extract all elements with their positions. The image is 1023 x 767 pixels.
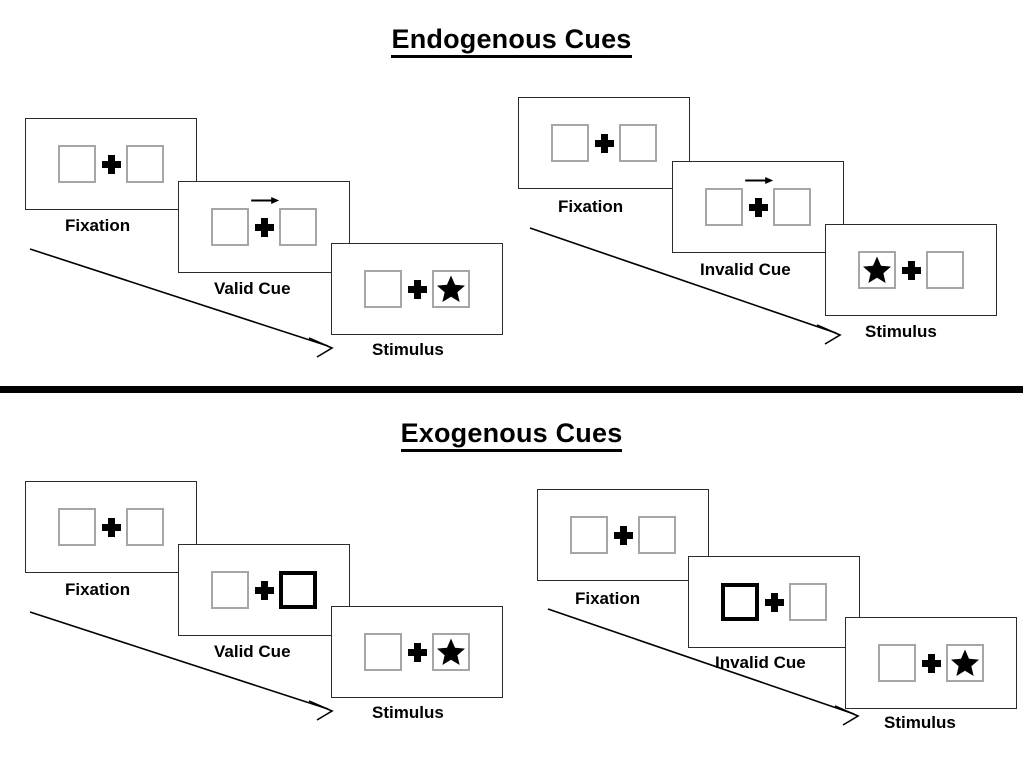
section-title-endogenous: Endogenous Cues — [0, 24, 1023, 58]
screen-exogenous-valid-cue — [178, 544, 350, 636]
target-box-left — [705, 188, 743, 226]
caption-endogenous-invalid-fixation: Fixation — [558, 197, 624, 216]
arrow-cue-right-icon — [250, 195, 280, 206]
fixation-cross-icon — [249, 571, 279, 609]
screen-content — [858, 251, 964, 289]
target-box-left-cued — [721, 583, 759, 621]
target-box-right — [619, 124, 657, 162]
screen-endogenous-invalid-stimulus — [825, 224, 997, 316]
screen-endogenous-invalid-fixation — [518, 97, 690, 189]
target-box-left — [364, 633, 402, 671]
star-target-icon — [436, 637, 466, 667]
caption-exogenous-valid-stimulus: Stimulus — [372, 703, 444, 722]
target-box-right — [126, 145, 164, 183]
target-box-right — [773, 188, 811, 226]
screen-exogenous-invalid-stimulus — [845, 617, 1017, 709]
fixation-cross-icon — [608, 516, 638, 554]
star-target-icon — [862, 255, 892, 285]
screen-exogenous-valid-fixation — [25, 481, 197, 573]
fixation-cross-icon — [896, 251, 926, 289]
caption-exogenous-invalid-stimulus: Stimulus — [884, 713, 956, 732]
fixation-cross-icon — [759, 583, 789, 621]
screen-exogenous-invalid-cue — [688, 556, 860, 648]
section-title-endogenous-text: Endogenous Cues — [391, 24, 632, 58]
caption-endogenous-valid-fixation: Fixation — [65, 216, 131, 235]
target-box-right — [279, 208, 317, 246]
caption-exogenous-invalid-cue: Invalid Cue — [715, 653, 806, 672]
target-box-right — [432, 270, 470, 308]
fixation-cross-icon — [96, 145, 126, 183]
target-box-left — [570, 516, 608, 554]
caption-endogenous-valid-cue: Valid Cue — [214, 279, 291, 298]
caption-exogenous-valid-fixation: Fixation — [65, 580, 131, 599]
target-box-left — [878, 644, 916, 682]
screen-content — [551, 124, 657, 162]
screen-content — [58, 145, 164, 183]
screen-content — [878, 644, 984, 682]
target-box-left — [58, 508, 96, 546]
screen-endogenous-valid-cue — [178, 181, 350, 273]
caption-exogenous-valid-cue: Valid Cue — [214, 642, 291, 661]
target-box-left — [211, 208, 249, 246]
target-box-right — [638, 516, 676, 554]
target-box-left — [551, 124, 589, 162]
screen-content — [570, 516, 676, 554]
screen-content — [705, 177, 811, 226]
target-box-right — [946, 644, 984, 682]
fixation-cross-icon — [249, 197, 280, 246]
screen-content — [58, 508, 164, 546]
screen-content — [211, 571, 317, 609]
screen-endogenous-valid-fixation — [25, 118, 197, 210]
fixation-cross-icon — [589, 124, 619, 162]
screen-content — [364, 633, 470, 671]
screen-content — [364, 270, 470, 308]
fixation-cross-icon — [402, 270, 432, 308]
fixation-cross-icon — [916, 644, 946, 682]
target-box-right — [926, 251, 964, 289]
fixation-cross-icon — [402, 633, 432, 671]
target-box-right-cued — [279, 571, 317, 609]
target-box-right — [432, 633, 470, 671]
screen-endogenous-valid-stimulus — [331, 243, 503, 335]
target-box-right — [126, 508, 164, 546]
caption-endogenous-invalid-stimulus: Stimulus — [865, 322, 937, 341]
target-box-right — [789, 583, 827, 621]
section-title-exogenous: Exogenous Cues — [0, 418, 1023, 452]
section-divider — [0, 386, 1023, 393]
arrow-cue-right-icon — [744, 175, 774, 186]
caption-endogenous-invalid-cue: Invalid Cue — [700, 260, 791, 279]
screen-exogenous-valid-stimulus — [331, 606, 503, 698]
star-target-icon — [436, 274, 466, 304]
screen-content — [211, 197, 317, 246]
caption-endogenous-valid-stimulus: Stimulus — [372, 340, 444, 359]
star-target-icon — [950, 648, 980, 678]
fixation-cross-icon — [743, 177, 774, 226]
target-box-left — [364, 270, 402, 308]
screen-content — [721, 583, 827, 621]
fixation-cross-icon — [96, 508, 126, 546]
target-box-left — [58, 145, 96, 183]
target-box-left — [211, 571, 249, 609]
screen-endogenous-invalid-cue — [672, 161, 844, 253]
caption-exogenous-invalid-fixation: Fixation — [575, 589, 641, 608]
screen-exogenous-invalid-fixation — [537, 489, 709, 581]
section-title-exogenous-text: Exogenous Cues — [400, 418, 623, 452]
target-box-left — [858, 251, 896, 289]
